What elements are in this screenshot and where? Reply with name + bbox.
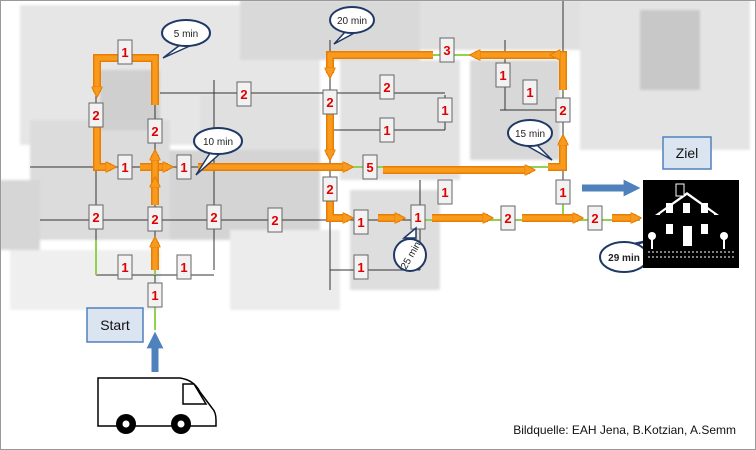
svg-text:3: 3 [443, 43, 450, 58]
time-bubble: 29 min [599, 239, 651, 273]
svg-text:2: 2 [271, 213, 278, 228]
svg-text:1: 1 [441, 103, 448, 118]
route-arrow-2 [94, 120, 111, 167]
svg-text:2: 2 [151, 124, 158, 139]
goal-box: Ziel [662, 136, 712, 170]
route-arrow-9 [330, 52, 433, 73]
edge-weight-label: 5 [362, 154, 378, 180]
edge-weight-label: 1 [495, 62, 511, 88]
svg-text:1: 1 [121, 45, 128, 60]
time-bubble: 10 min [193, 127, 243, 176]
edge-weight-label: 2 [88, 204, 104, 230]
svg-text:2: 2 [326, 95, 333, 110]
time-bubble: 5 min [161, 19, 211, 59]
edge-weight-label: 2 [500, 205, 516, 231]
svg-text:1: 1 [121, 260, 128, 275]
edge-weight-label: 2 [267, 207, 283, 233]
edge-weight-label: 1 [147, 282, 163, 308]
svg-text:15 min: 15 min [515, 129, 545, 140]
start-box: Start [86, 307, 144, 343]
svg-text:1: 1 [383, 123, 390, 138]
edge-weight-label: 2 [587, 205, 603, 231]
svg-text:5: 5 [366, 160, 373, 175]
edge-weight-label: 2 [379, 74, 395, 100]
svg-text:2: 2 [151, 212, 158, 227]
time-bubbles: 5 min 10 min 20 min 15 min 25 min 29 min [161, 6, 651, 273]
svg-text:1: 1 [357, 215, 364, 230]
svg-text:1: 1 [499, 68, 506, 83]
house-icon [643, 180, 739, 268]
svg-text:1: 1 [357, 260, 364, 275]
edge-weight-label: 2 [147, 118, 163, 144]
edge-weight-label: 1 [176, 254, 192, 280]
svg-text:1: 1 [151, 288, 158, 303]
edge-weight-label: 1 [353, 209, 369, 235]
edge-weight-label: 1 [437, 97, 453, 123]
time-bubble: 25 min [393, 226, 427, 272]
svg-text:1: 1 [180, 160, 187, 175]
edge-weight-label: 2 [206, 204, 222, 230]
edge-weight-label: 3 [439, 37, 455, 63]
delivery-van-icon [97, 377, 217, 434]
time-bubble: 20 min [329, 6, 375, 45]
svg-text:20 min: 20 min [337, 16, 367, 27]
svg-text:2: 2 [240, 87, 247, 102]
svg-text:10 min: 10 min [203, 137, 233, 148]
edge-weight-label: 1 [555, 179, 571, 205]
edge-weight-label: 1 [379, 117, 395, 143]
svg-text:2: 2 [210, 210, 217, 225]
svg-text:1: 1 [559, 185, 566, 200]
time-bubble: 15 min [507, 119, 553, 161]
edge-weight-label: 1 [522, 79, 538, 105]
edge-weight-label: 2 [88, 102, 104, 128]
svg-text:1: 1 [180, 260, 187, 275]
blue-arrows [146, 179, 641, 372]
svg-text:2: 2 [92, 108, 99, 123]
svg-text:2: 2 [92, 210, 99, 225]
image-credit: Bildquelle: EAH Jena, B.Kotzian, A.Semm [513, 423, 736, 437]
edge-weight-label: 1 [353, 254, 369, 280]
edge-weights: 12221122112122211222211251112311212112 [88, 37, 603, 308]
edge-weight-label: 1 [437, 179, 453, 205]
edge-weight-label: 2 [322, 89, 338, 115]
edge-weight-label: 1 [410, 204, 426, 230]
edge-weight-label: 1 [117, 254, 133, 280]
edge-weight-label: 1 [117, 154, 133, 180]
goal-label: Ziel [676, 145, 699, 161]
svg-text:2: 2 [591, 211, 598, 226]
svg-text:1: 1 [441, 185, 448, 200]
start-label: Start [100, 317, 130, 333]
edge-weight-label: 2 [555, 97, 571, 123]
svg-text:1: 1 [526, 85, 533, 100]
edge-weight-label: 1 [117, 39, 133, 65]
svg-text:2: 2 [504, 211, 511, 226]
svg-text:2: 2 [326, 182, 333, 197]
svg-text:29 min: 29 min [608, 253, 640, 264]
edge-weight-label: 2 [322, 176, 338, 202]
edge-weight-label: 1 [176, 154, 192, 180]
svg-text:2: 2 [383, 80, 390, 95]
edge-weight-label: 2 [236, 81, 252, 107]
svg-text:1: 1 [414, 210, 421, 225]
route-arrow-13 [548, 140, 563, 170]
svg-text:1: 1 [121, 160, 128, 175]
svg-text:2: 2 [559, 103, 566, 118]
svg-text:5 min: 5 min [174, 29, 198, 40]
edge-weight-label: 2 [147, 206, 163, 232]
route-arrow-11 [555, 55, 566, 90]
